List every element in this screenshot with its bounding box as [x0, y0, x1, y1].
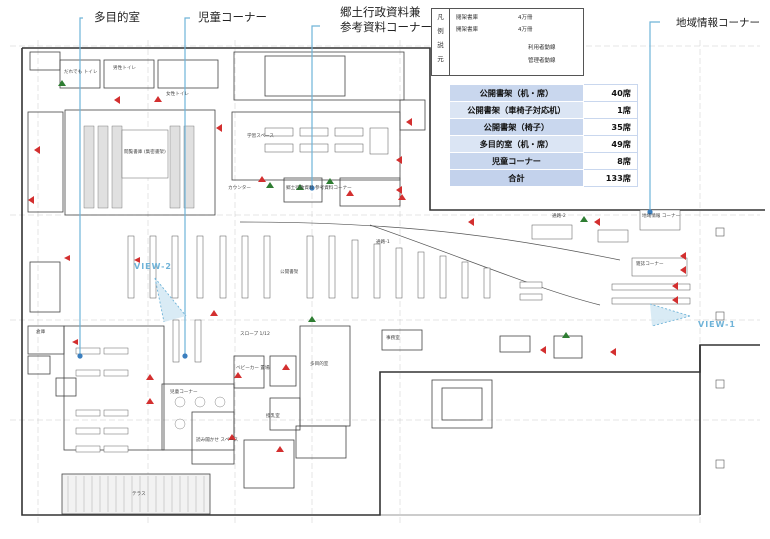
legend-box: 凡 例 説 元 閲架書庫 4万冊 開架書庫 4万冊 利用者動線 管理者動線: [431, 8, 584, 76]
room-label-multi-room: 多目的室: [310, 362, 329, 367]
multipurpose-desks: [75, 347, 129, 453]
seat-label: 児童コーナー: [449, 152, 584, 170]
seat-label: 公開書架（机・席）: [449, 84, 584, 102]
seat-label: 公開書架（椅子）: [449, 118, 584, 136]
legend-value-open-stack: 4万冊: [518, 27, 533, 33]
room-label-slope: スロープ 1/12: [240, 332, 270, 337]
seat-total-value: 133席: [582, 169, 639, 187]
legend-side-char: 例: [437, 27, 444, 35]
room-label-toilet-multi: だれでも トイレ: [64, 70, 98, 75]
room-label-kids: 児童コーナー: [170, 390, 198, 395]
seat-value: 40席: [582, 84, 639, 102]
room-label-aisle-1: 通路-1: [376, 240, 390, 245]
terrace-hatch: [67, 476, 205, 512]
room-label-toilet-f: 女性トイレ: [166, 92, 189, 97]
callout-dots: [77, 185, 653, 359]
table-row: 多目的室（机・席） 49席: [449, 135, 639, 153]
room-label-study: 学習スペース: [247, 134, 275, 139]
callout-lines: [79, 17, 660, 356]
room-label-office: 事務室: [386, 336, 400, 341]
room-label-terrace: テラス: [132, 492, 146, 497]
callout-local-admin-1: 郷土行政資料兼: [340, 5, 421, 19]
top-rooms: [27, 51, 426, 216]
aisle-curve: [369, 224, 601, 306]
room-label-counter: カウンター: [228, 186, 251, 191]
callout-regional: 地域情報コーナー: [676, 17, 760, 29]
legend-row-staff-flow: 管理者動線: [528, 58, 556, 64]
callout-multipurpose: 多目的室: [94, 10, 140, 24]
room-label-toilet-m: 男性トイレ: [113, 66, 136, 71]
user-flow-arrows: [28, 96, 686, 452]
legend-side-label: 凡 例 説 元: [432, 9, 450, 75]
room-label-baby: ベビーカー 置場: [236, 366, 270, 371]
legend-value-closed-stack: 4万冊: [518, 15, 533, 21]
table-row-total: 合計 133席: [449, 169, 639, 187]
room-label-regional: 地域情報 コーナー: [642, 214, 681, 219]
seat-value: 35席: [582, 118, 639, 136]
room-label-storage: 倉庫: [36, 330, 46, 335]
seat-value: 8席: [582, 152, 639, 170]
legend-side-char: 凡: [437, 13, 444, 21]
local-admin-room: [283, 177, 401, 207]
callout-local-admin-2: 参考資料コーナー: [340, 20, 432, 34]
table-row: 公開書架（椅子） 35席: [449, 118, 639, 136]
open-shelves: [127, 235, 543, 363]
view-cones: [154, 277, 691, 327]
seat-value: 1席: [582, 101, 639, 119]
table-row: 児童コーナー 8席: [449, 152, 639, 170]
table-row: 公開書架（机・席） 40席: [449, 84, 639, 102]
legend-row-closed-stack: 閲架書庫: [456, 15, 479, 21]
legend-side-char: 説: [437, 41, 444, 49]
seat-label: 多目的室（机・席）: [449, 135, 584, 153]
staff-flow-arrows: [58, 80, 588, 338]
room-label-newspaper: 雑誌コーナー: [636, 262, 664, 267]
curve-wall: [239, 221, 621, 261]
callout-children: 児童コーナー: [198, 10, 267, 24]
kids-round-tables: [174, 396, 226, 430]
seat-total-label: 合計: [449, 169, 584, 187]
bottom-building: [243, 329, 583, 489]
seat-value: 49席: [582, 135, 639, 153]
legend-row-open-stack: 開架書庫: [456, 27, 479, 33]
room-label-nursing: 授乳室: [266, 414, 280, 419]
stack-center-box: [121, 129, 169, 179]
right-shelves: [531, 209, 691, 305]
left-rooms: [27, 261, 211, 515]
view-1-label: VIEW-1: [698, 320, 736, 329]
legend-row-user-flow: 利用者動線: [528, 45, 556, 51]
right-columns: [715, 227, 725, 469]
outer-walls: [21, 47, 765, 516]
room-label-aisle-2: 通路-2: [552, 214, 566, 219]
view-2-label: VIEW-2: [134, 262, 172, 271]
study-desks: [264, 127, 389, 155]
legend-side-char: 元: [437, 55, 444, 63]
grid-lines: [10, 40, 760, 525]
room-label-open-shelf: 公開書架: [280, 270, 299, 275]
room-label-stack: 閲覧書庫 (集密書架): [124, 150, 166, 155]
room-label-reading: 読み聞かせ スペース: [196, 438, 239, 443]
stack-shelves: [83, 125, 195, 209]
seat-count-table: 公開書架（机・席） 40席 公開書架（車椅子対応机） 1席 公開書架（椅子） 3…: [449, 84, 639, 187]
seat-label: 公開書架（車椅子対応机）: [449, 101, 584, 119]
room-label-local: 郷土行政資料 参考資料コーナー: [286, 186, 352, 191]
table-row: 公開書架（車椅子対応机） 1席: [449, 101, 639, 119]
